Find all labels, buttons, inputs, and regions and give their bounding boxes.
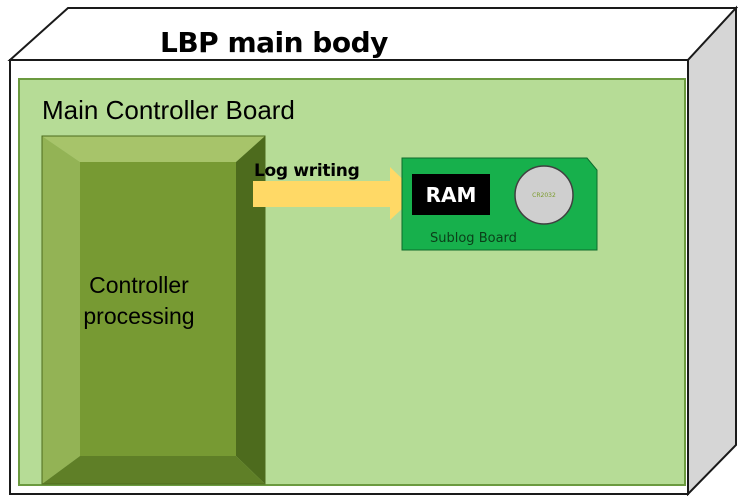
log-writing-label: Log writing	[254, 161, 360, 181]
diagram-title: LBP main body	[160, 26, 388, 59]
log-writing-arrow	[253, 167, 418, 220]
main-controller-board-label: Main Controller Board	[42, 95, 295, 125]
controller-processing-block	[41, 135, 266, 485]
sublog-board-label: Sublog Board	[430, 231, 517, 246]
controller-processing-label: Controller processing	[83, 272, 195, 329]
ram-chip	[412, 174, 490, 215]
battery-marking: CR2032	[532, 192, 556, 199]
ram-label: RAM	[425, 183, 477, 207]
body-side-face	[687, 5, 737, 497]
battery-icon	[514, 165, 574, 225]
